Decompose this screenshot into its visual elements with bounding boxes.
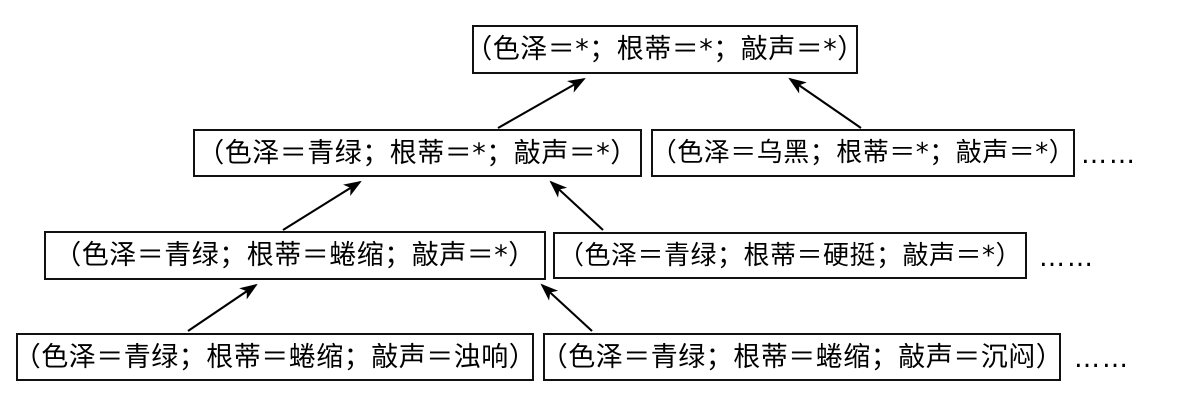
row-ellipsis-level4: …… [1074,344,1130,374]
hypothesis-node-label: （色泽＝青绿；根蒂＝蜷缩；敲声＝浊响） [13,341,537,373]
hypothesis-node-r2-left: （色泽＝青绿；根蒂＝*；敲声＝*） [193,129,642,177]
edge-r3-left-to-r2-left [282,180,362,231]
hypothesis-node-label: （色泽＝青绿；根蒂＝*；敲声＝*） [197,137,638,169]
edge-r2-right-to-top [788,77,862,129]
hypothesis-node-r2-right: （色泽＝乌黑；根蒂＝*；敲声＝*） [651,129,1075,177]
hypothesis-node-r4-right: （色泽＝青绿；根蒂＝蜷缩；敲声＝沉闷） [541,333,1063,381]
row-ellipsis-level2: …… [1081,140,1137,170]
edge-r4-right-to-r3-left [540,283,593,332]
row-ellipsis-level3: …… [1039,243,1095,273]
hypothesis-node-label: （色泽＝青绿；根蒂＝蜷缩；敲声＝沉闷） [540,341,1064,373]
hypothesis-node-label: （色泽＝青绿；根蒂＝蜷缩；敲声＝*） [54,240,536,271]
hypothesis-node-top: （色泽＝*；根蒂＝*；敲声＝*） [465,25,864,74]
hypothesis-node-r4-left: （色泽＝青绿；根蒂＝蜷缩；敲声＝浊响） [14,333,536,381]
hypothesis-node-r3-right: （色泽＝青绿；根蒂＝硬挺；敲声＝*） [553,232,1027,279]
edge-r3-right-to-r2-left [549,180,604,231]
hypothesis-node-label: （色泽＝*；根蒂＝*；敲声＝*） [465,34,865,65]
hypothesis-node-label: （色泽＝青绿；根蒂＝硬挺；敲声＝*） [558,240,1023,271]
hypothesis-node-label: （色泽＝乌黑；根蒂＝*；敲声＝*） [650,138,1076,168]
edge-r2-left-to-top [497,77,586,129]
hypothesis-node-r3-left: （色泽＝青绿；根蒂＝蜷缩；敲声＝*） [44,231,546,280]
edge-r4-left-to-r3-left [187,283,258,332]
